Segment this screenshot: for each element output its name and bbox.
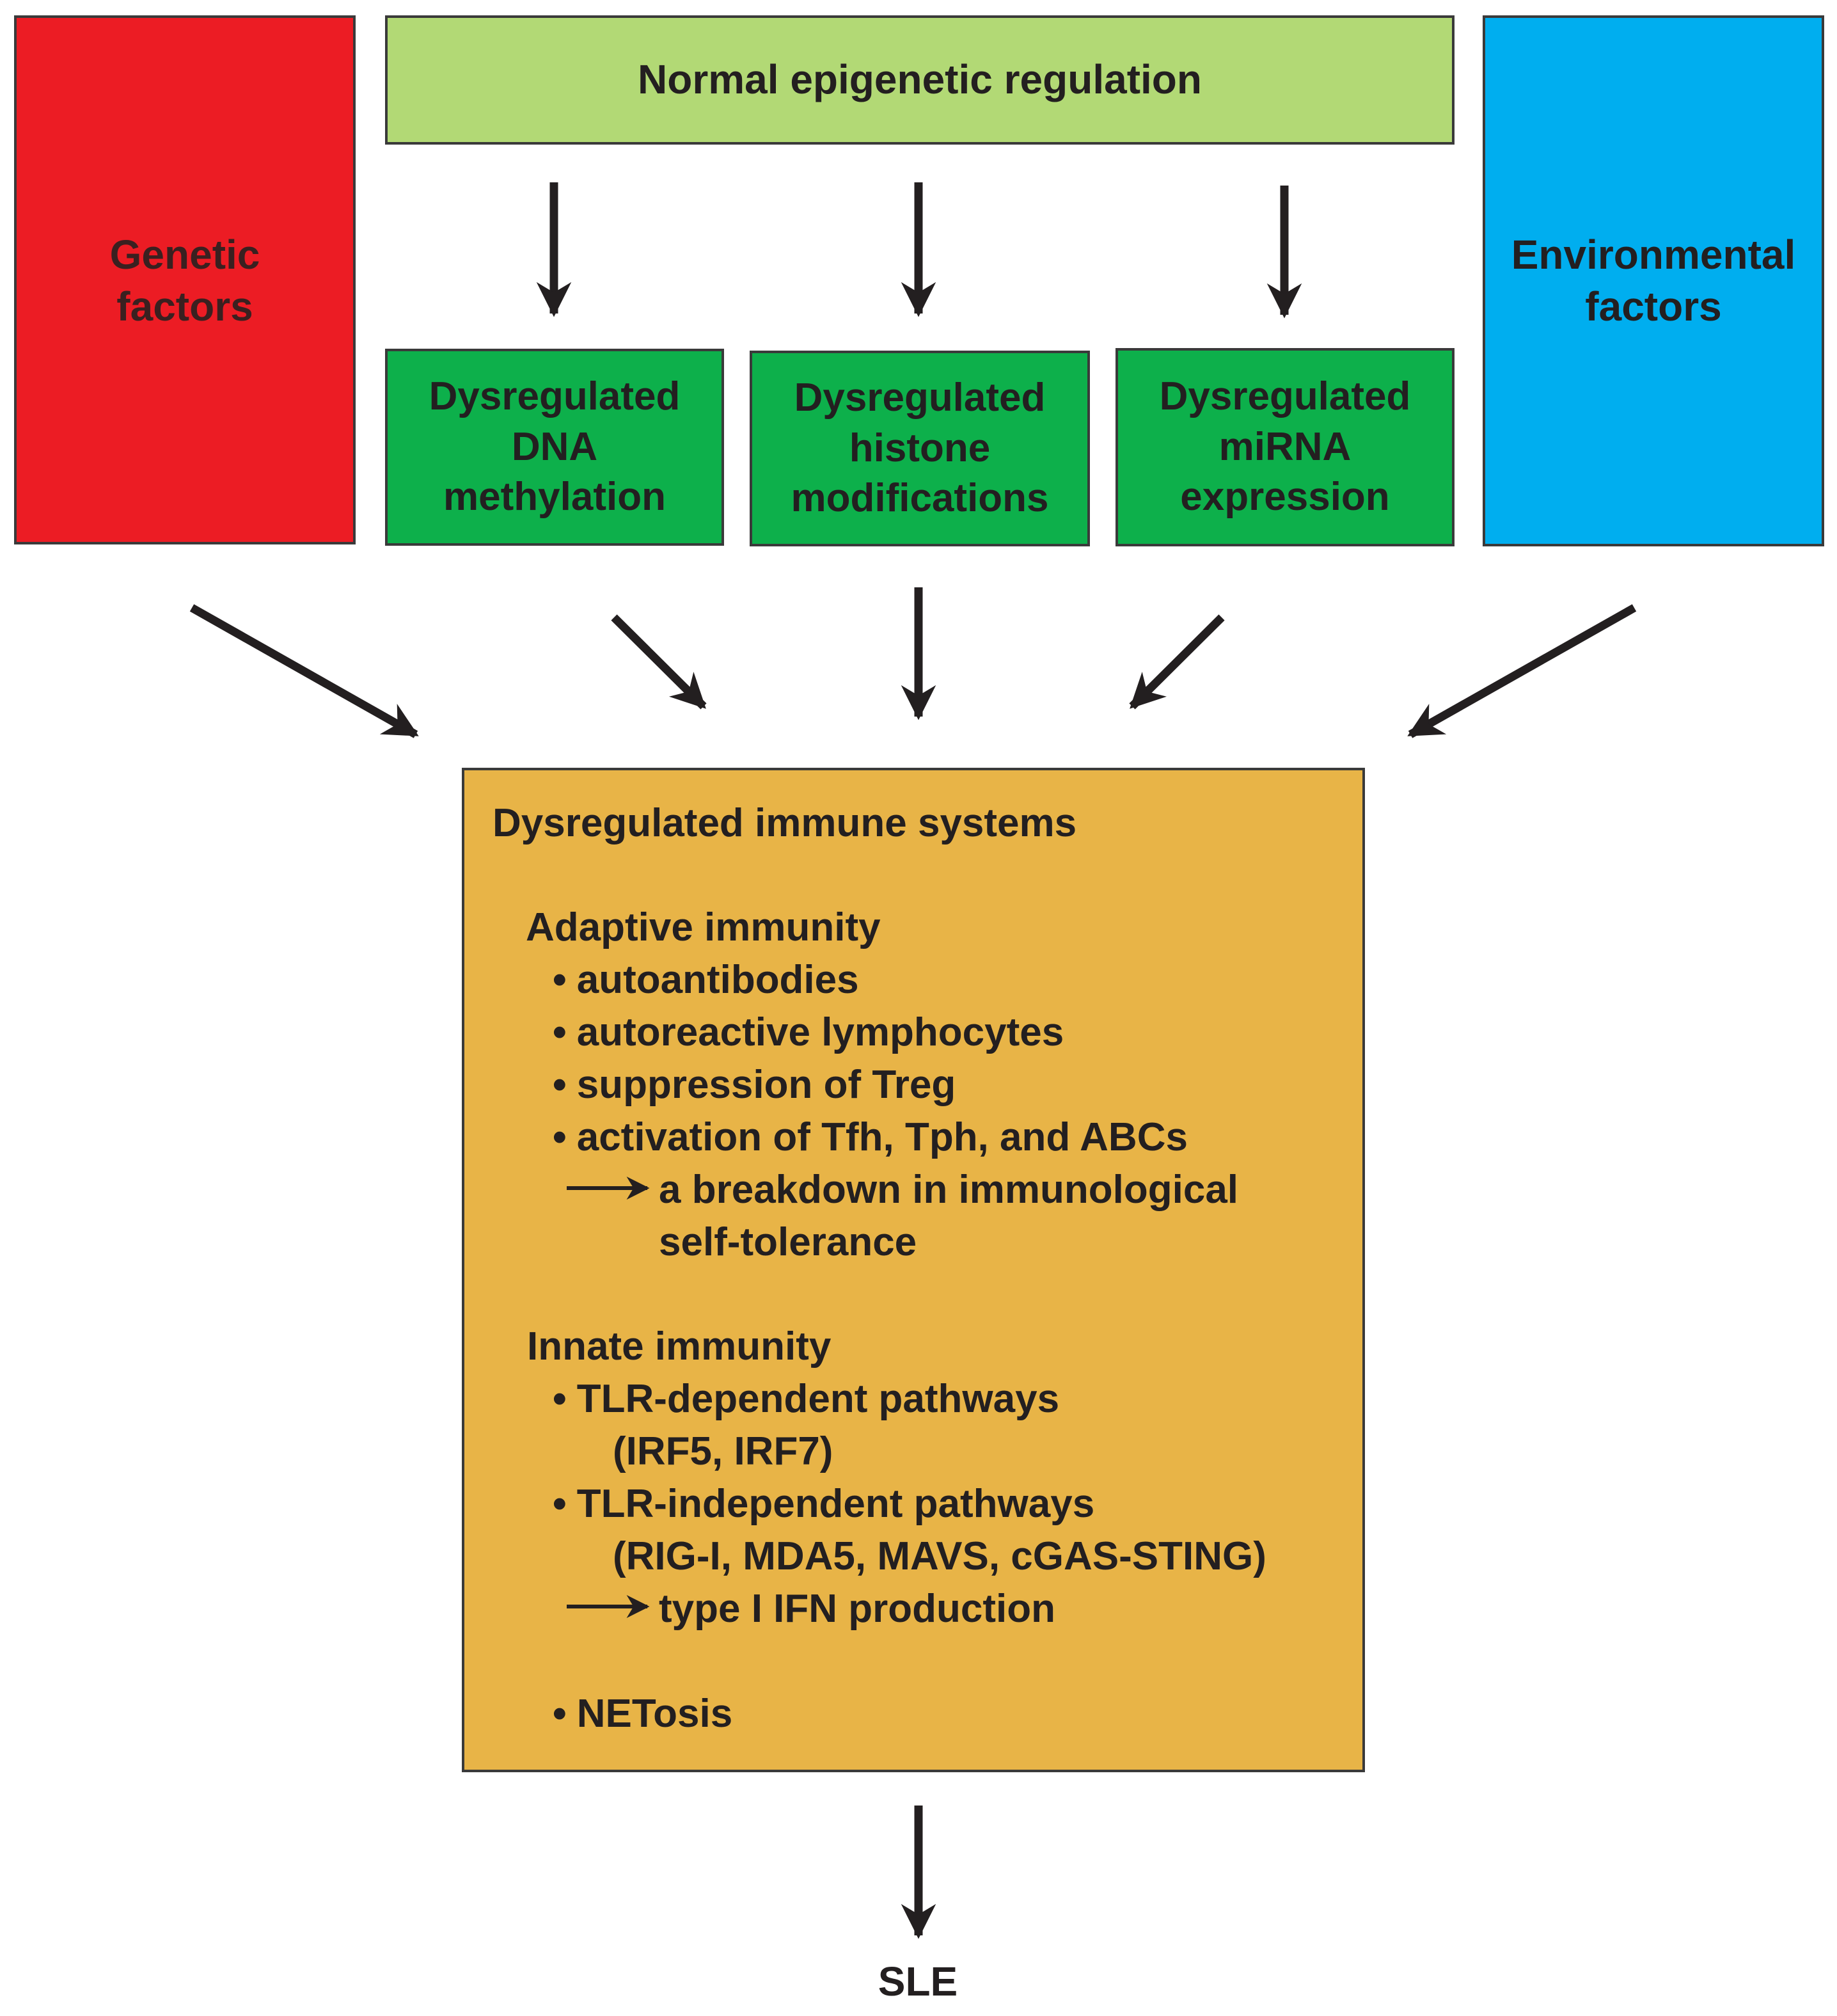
- innate-item-sub: (RIG-I, MDA5, MAVS, cGAS-STING): [613, 1534, 1266, 1578]
- normal-epigenetic-regulation-box: Normal epigenetic regulation: [385, 15, 1455, 145]
- bullet: •: [553, 1377, 567, 1421]
- immune-box-title: Dysregulated immune systems: [493, 801, 1077, 845]
- adaptive-item: •autoreactive lymphocytes: [553, 1013, 1064, 1052]
- innate-item-label: TLR-dependent pathways: [576, 1377, 1060, 1421]
- adaptive-item: •suppression of Treg: [553, 1065, 956, 1105]
- innate-outcome: type I IFN production: [659, 1587, 1055, 1631]
- bullet: •: [553, 1010, 567, 1054]
- bullet: •: [553, 1063, 567, 1107]
- bullet: •: [553, 1115, 567, 1159]
- adaptive-item-label: autoantibodies: [576, 958, 859, 1002]
- netosis-label: NETosis: [576, 1692, 733, 1736]
- adaptive-outcome-line-2: self-tolerance: [659, 1220, 917, 1264]
- adaptive-item-label: autoreactive lymphocytes: [576, 1010, 1064, 1054]
- arrow-dna-to-immune: [611, 614, 707, 710]
- innate-item-sub: (IRF5, IRF7): [613, 1429, 833, 1473]
- dna-methylation-box: Dysregulated DNA methylation: [385, 349, 724, 546]
- genetic-factors-box: Genetic factors: [14, 15, 356, 544]
- environmental-factors-label: Environmental factors: [1511, 232, 1796, 330]
- arrow-mirna-to-immune: [1129, 614, 1225, 710]
- arrow-environmental-to-immune: [1407, 604, 1637, 738]
- bullet: •: [553, 1692, 567, 1736]
- histone-modifications-label: Dysregulated histone modifications: [791, 375, 1049, 521]
- innate-immunity-heading: Innate immunity: [527, 1324, 832, 1369]
- bullet: •: [553, 958, 567, 1002]
- innate-item: •TLR-independent pathways: [553, 1484, 1094, 1524]
- histone-modifications-box: Dysregulated histone modifications: [750, 351, 1090, 546]
- genetic-factors-label: Genetic factors: [109, 232, 260, 330]
- dysregulated-immune-systems-box: Dysregulated immune systems Adaptive imm…: [462, 768, 1365, 1772]
- adaptive-item: •activation of Tfh, Tph, and ABCs: [553, 1118, 1188, 1157]
- sle-label: SLE: [878, 1958, 958, 2004]
- mirna-expression-box: Dysregulated miRNA expression: [1116, 348, 1455, 546]
- dna-methylation-label: Dysregulated DNA methylation: [429, 374, 681, 520]
- innate-item-label: TLR-independent pathways: [576, 1482, 1095, 1526]
- adaptive-immunity-heading: Adaptive immunity: [526, 905, 881, 949]
- environmental-factors-box: Environmental factors: [1483, 15, 1824, 546]
- bullet: •: [553, 1482, 567, 1526]
- mirna-expression-label: Dysregulated miRNA expression: [1159, 374, 1411, 520]
- adaptive-outcome-line-1: a breakdown in immunological: [659, 1168, 1239, 1212]
- netosis-item: •NETosis: [553, 1694, 732, 1734]
- normal-epigenetic-regulation-label: Normal epigenetic regulation: [638, 56, 1202, 103]
- adaptive-item-label: suppression of Treg: [576, 1063, 956, 1107]
- innate-item: •TLR-dependent pathways: [553, 1379, 1059, 1419]
- adaptive-item-label: activation of Tfh, Tph, and ABCs: [576, 1115, 1188, 1159]
- arrow-genetic-to-immune: [189, 604, 419, 738]
- adaptive-item: •autoantibodies: [553, 960, 859, 1000]
